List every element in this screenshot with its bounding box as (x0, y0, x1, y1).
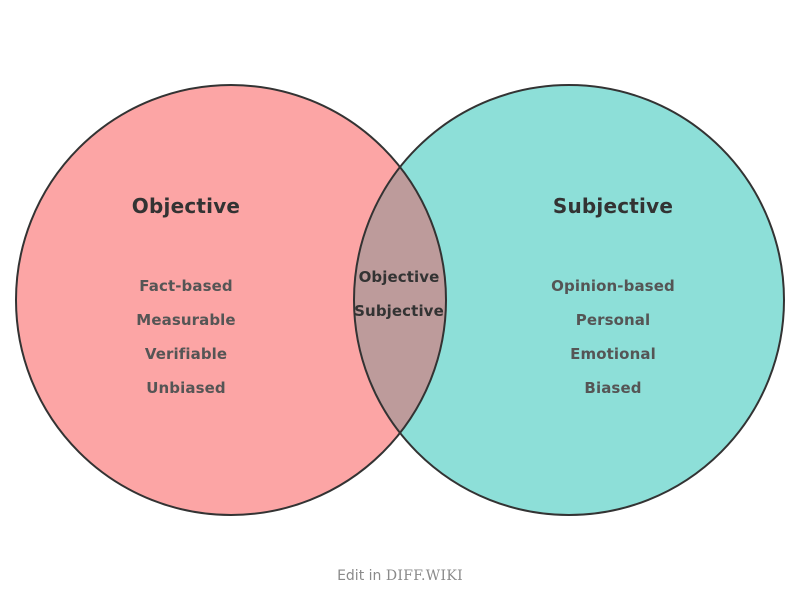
left-set-item-2: Measurable (136, 311, 236, 329)
right-set-circle[interactable] (354, 85, 784, 515)
edit-credit-link[interactable]: Edit in DIFF.WIKI (0, 568, 800, 584)
left-set-item-1: Fact-based (139, 277, 233, 295)
right-set-item-3: Emotional (570, 345, 656, 363)
right-set-title: Subjective (552, 194, 674, 218)
intersection-item-1: Objective (358, 268, 440, 286)
right-set-item-1: Opinion-based (551, 277, 675, 295)
right-set-item-4: Biased (584, 379, 642, 397)
edit-credit-prefix: Edit in (337, 568, 386, 584)
left-set-outline (15, 84, 447, 516)
intersection-item-2: Subjective (354, 302, 444, 320)
right-set-outline (353, 84, 785, 516)
edit-credit-brand: DIFF.WIKI (385, 568, 463, 584)
left-set-title: Objective (131, 194, 241, 218)
left-set-item-4: Unbiased (146, 379, 226, 397)
left-set-item-3: Verifiable (144, 345, 228, 363)
left-set-circle[interactable] (16, 85, 446, 515)
right-set-item-2: Personal (575, 311, 651, 329)
